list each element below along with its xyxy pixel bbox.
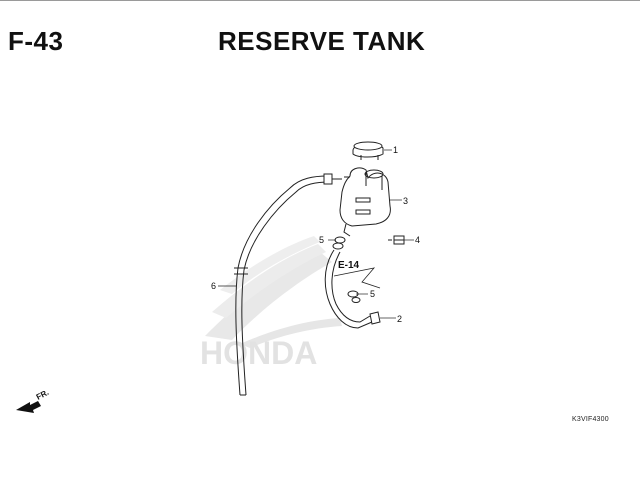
section-code: F-43 xyxy=(8,26,64,56)
callout-5-lower: 5 xyxy=(370,289,375,299)
reserve-tank-cap xyxy=(352,141,384,160)
diagram-reference-code: K3VIF4300 xyxy=(572,416,609,423)
callout-5-upper: 5 xyxy=(319,235,324,245)
callout-leaders xyxy=(218,149,414,319)
page-title: RESERVE TANK xyxy=(218,26,426,56)
honda-watermark-text: HONDA xyxy=(200,335,317,371)
callout-1: 1 xyxy=(393,145,398,155)
reference-label: E-14 xyxy=(338,260,360,271)
callout-3: 3 xyxy=(403,196,408,206)
callout-6: 6 xyxy=(211,281,216,291)
hose-clip-lower xyxy=(347,290,361,303)
overflow-tube xyxy=(234,173,350,396)
hose-clip-upper xyxy=(332,236,346,250)
callout-2: 2 xyxy=(397,314,402,324)
callout-4: 4 xyxy=(415,235,420,245)
flange-bolt xyxy=(388,235,405,245)
reference-leader xyxy=(333,267,381,289)
front-direction-label: FR. xyxy=(35,388,51,402)
front-direction-arrow-icon xyxy=(16,401,41,413)
top-rule xyxy=(0,0,640,1)
honda-wing-watermark: HONDA xyxy=(200,236,342,371)
reserve-tank xyxy=(339,167,391,237)
reserve-tank-hose xyxy=(324,249,381,329)
